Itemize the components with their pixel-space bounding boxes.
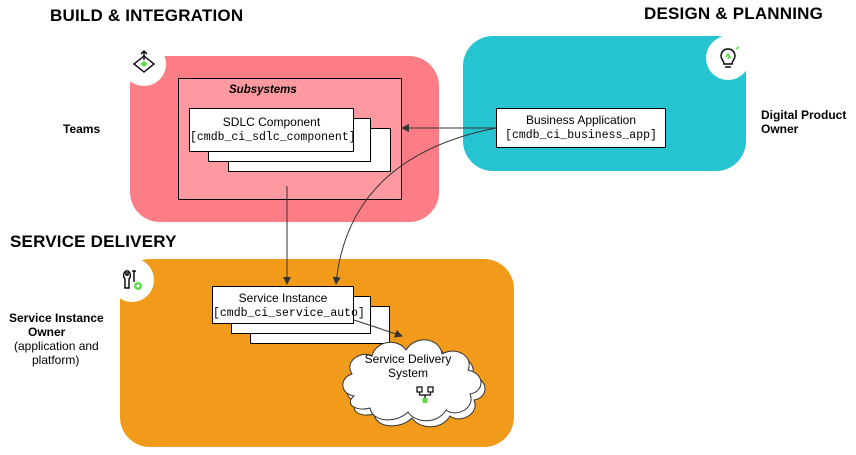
sdlc-component-title: SDLC Component xyxy=(222,115,321,129)
cloud-label-line2: System xyxy=(387,366,428,380)
design-planning-heading: DESIGN & PLANNING xyxy=(644,4,824,23)
service-delivery-system-label: Service Delivery System xyxy=(360,352,456,380)
service-instance-box[interactable]: Service Instance [cmdb_ci_service_auto] xyxy=(212,286,365,324)
service-instance-owner-line2: Owner xyxy=(28,325,66,339)
digital-product-owner-line1: Digital Product xyxy=(761,108,847,122)
service-instance-code: [cmdb_ci_service_auto] xyxy=(213,307,365,320)
build-integration-icon xyxy=(122,42,166,86)
wrench-gear-icon xyxy=(110,258,154,302)
lightbulb-icon xyxy=(706,36,750,80)
business-application-title: Business Application xyxy=(525,113,637,127)
service-instance-owner-label: Service Instance Owner (application and … xyxy=(9,311,109,367)
service-instance-title: Service Instance xyxy=(238,291,328,305)
sdlc-component-box[interactable]: SDLC Component [cmdb_ci_sdlc_component] xyxy=(189,108,356,152)
digital-product-owner-line2: Owner xyxy=(761,122,799,136)
service-delivery-heading: SERVICE DELIVERY xyxy=(10,232,177,251)
cloud-label-line1: Service Delivery xyxy=(364,352,452,366)
service-instance-owner-sub1: (application and xyxy=(14,339,99,353)
service-instance-owner-line1: Service Instance xyxy=(9,311,104,325)
service-instance-owner-sub2: platform) xyxy=(32,353,80,367)
teams-label: Teams xyxy=(63,122,101,136)
build-integration-heading: BUILD & INTEGRATION xyxy=(50,6,244,25)
sdlc-component-code: [cmdb_ci_sdlc_component] xyxy=(190,131,356,144)
business-application-code: [cmdb_ci_business_app] xyxy=(505,129,657,142)
subsystems-label: Subsystems xyxy=(229,84,297,96)
digital-product-owner-label: Digital Product Owner xyxy=(761,108,856,136)
design-planning-panel xyxy=(463,36,746,171)
network-hierarchy-icon xyxy=(416,386,434,404)
business-application-box[interactable]: Business Application [cmdb_ci_business_a… xyxy=(496,108,666,148)
